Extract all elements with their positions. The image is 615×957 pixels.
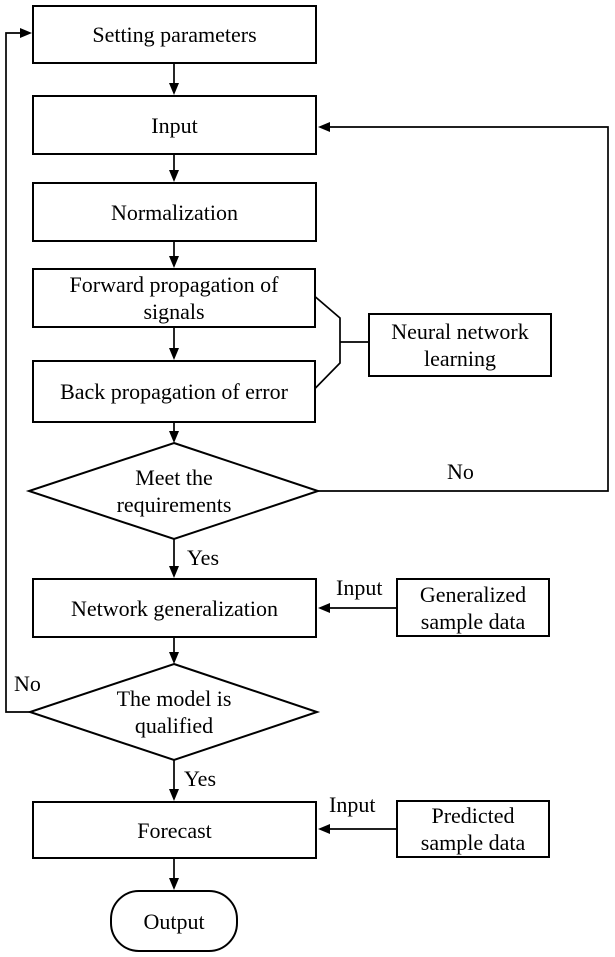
meet-requirements-text: Meet the requirements [116, 465, 232, 517]
node-predicted-sample-data-label: Predicted sample data [420, 803, 526, 855]
node-back-propagation-label: Back propagation of error [60, 379, 288, 404]
node-output-terminator: Output [110, 890, 238, 952]
node-setting-parameters-label: Setting parameters [92, 22, 257, 47]
node-predicted-sample-data: Predicted sample data [396, 800, 550, 858]
edge-meet-requirements-no-loop [318, 126, 609, 492]
arrowhead-into-model-qualified [169, 652, 179, 664]
node-neural-network-learning: Neural network learning [368, 313, 552, 377]
node-normalization-label: Normalization [110, 199, 239, 225]
node-forward-propagation: Forward propagation of signals [32, 268, 316, 328]
arrowhead-into-meet-requirements [169, 431, 179, 443]
arrowhead-into-forecast-top [169, 789, 179, 801]
node-back-propagation: Back propagation of error [32, 360, 316, 423]
node-setting-parameters: Setting parameters [32, 5, 317, 64]
arrowhead-into-setting-left [20, 28, 32, 38]
edge-label-meet-requirements-no: No [447, 459, 474, 484]
brace-neural-network-learning [314, 296, 341, 389]
node-network-generalization: Network generalization [32, 578, 317, 638]
diamond-model-qualified-label: The model is qualified [89, 684, 259, 740]
node-input-label: Input [151, 112, 198, 138]
node-normalization: Normalization [32, 182, 317, 242]
node-generalized-sample-data: Generalized sample data [396, 578, 550, 637]
arrowhead-into-back [169, 348, 179, 360]
arrowhead-into-forward [169, 256, 179, 268]
node-generalized-sample-data-label: Generalized sample data [419, 581, 527, 634]
arrowhead-into-input-right [318, 122, 330, 132]
edge-label-forecast-input: Input [329, 792, 376, 817]
diamond-meet-requirements-label: Meet the requirements [89, 463, 259, 519]
node-neural-network-learning-label: Neural network learning [391, 319, 529, 371]
edge-model-qualified-no-loop [5, 32, 31, 713]
edge-label-meet-requirements-yes: Yes [187, 545, 220, 570]
node-network-generalization-label: Network generalization [70, 595, 279, 621]
node-forecast: Forecast [32, 801, 317, 859]
arrowhead-into-netgen-right [318, 603, 330, 613]
arrowhead-into-input-top [169, 83, 179, 95]
model-qualified-text: The model is qualified [116, 686, 232, 738]
arrowhead-into-normalization [169, 170, 179, 182]
edge-label-model-qualified-no: No [14, 671, 41, 696]
arrowhead-into-forecast-right [318, 824, 330, 834]
edge-label-model-qualified-yes: Yes [184, 766, 217, 791]
node-forward-propagation-label: Forward propagation of signals [69, 272, 279, 324]
arrowhead-into-network-generalization [169, 566, 179, 578]
node-output-label: Output [143, 908, 205, 934]
arrowhead-into-output [169, 878, 179, 890]
node-forecast-label: Forecast [137, 817, 212, 843]
edge-label-generalization-input: Input [336, 575, 383, 600]
node-input: Input [32, 95, 317, 155]
